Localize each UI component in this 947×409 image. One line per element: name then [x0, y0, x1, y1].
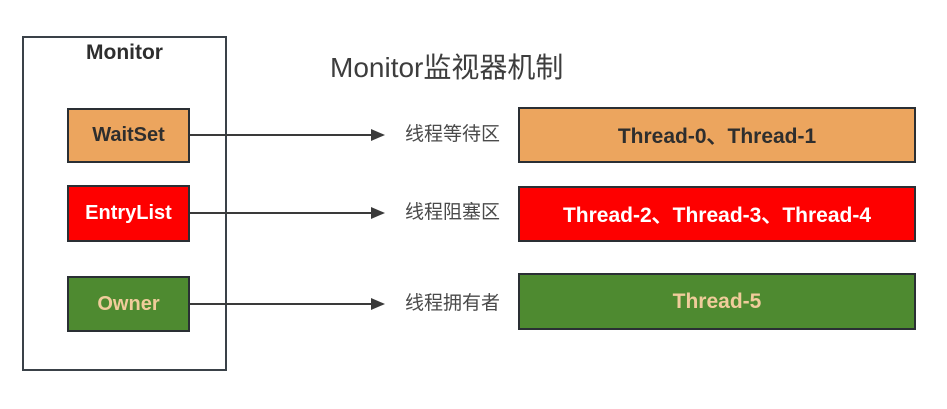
waitset-box: WaitSet — [67, 108, 190, 163]
thread-bar-owner: Thread-5 — [518, 273, 916, 330]
arrow-right-icon — [371, 207, 385, 219]
arrow-right-icon — [371, 129, 385, 141]
arrow-line — [190, 212, 373, 214]
waitset-arrow — [190, 129, 385, 141]
diagram-title: Monitor监视器机制 — [330, 52, 564, 83]
owner-arrow — [190, 298, 385, 310]
zone-label-blocking: 线程阻塞区 — [405, 202, 501, 223]
thread-bar-waitset: Thread-0、Thread-1 — [518, 107, 916, 163]
thread-bar-entrylist: Thread-2、Thread-3、Thread-4 — [518, 186, 916, 242]
entrylist-arrow — [190, 207, 385, 219]
owner-box: Owner — [67, 276, 190, 332]
monitor-container-label: Monitor — [86, 41, 163, 64]
arrow-right-icon — [371, 298, 385, 310]
entrylist-box: EntryList — [67, 185, 190, 242]
zone-label-owner: 线程拥有者 — [405, 293, 501, 314]
arrow-line — [190, 303, 373, 305]
arrow-line — [190, 134, 373, 136]
zone-label-waiting: 线程等待区 — [405, 124, 501, 145]
